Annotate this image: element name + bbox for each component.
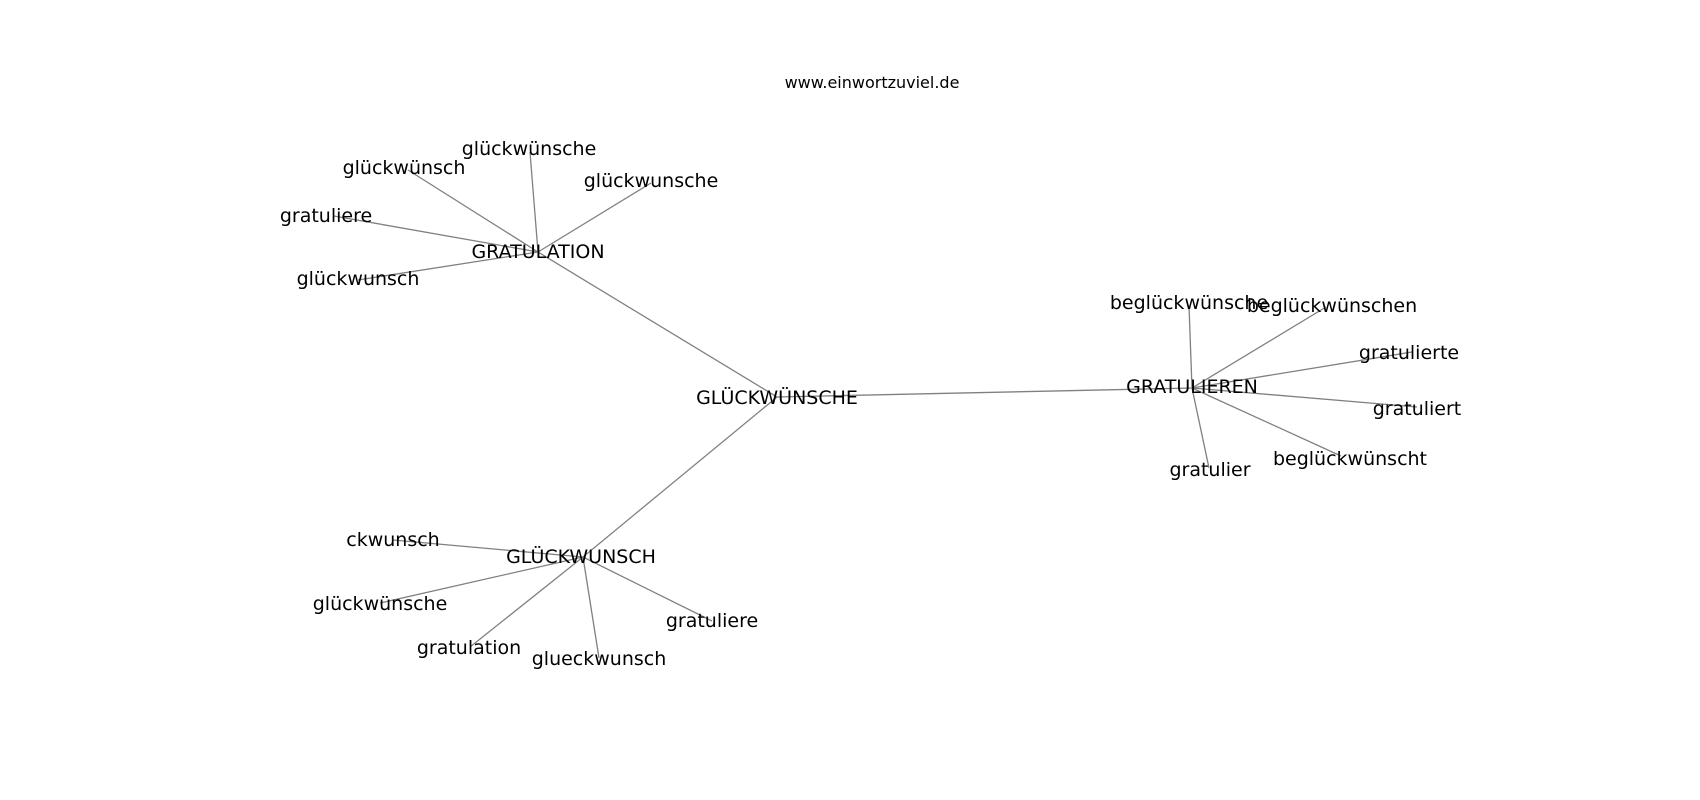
edge-gratulation-leaf [529,151,539,253]
edge-glueckwunsch-leaf [582,556,600,659]
leaf-node: glückwünsch [343,157,466,179]
edge-center-glueckwunsch [582,396,778,558]
edge-gratulieren-leaf [1191,351,1413,389]
leaf-node: beglückwünsche [1110,292,1268,314]
leaf-node: gratulier [1169,459,1250,481]
edge-gratulieren-leaf [1191,387,1418,408]
edge-gratulieren-leaf [1191,306,1327,389]
edge-gratulation-leaf [537,182,652,253]
edge-center-gratulieren [776,387,1193,398]
leaf-node: gratuliert [1373,398,1462,420]
leaf-node: glückwunsche [584,170,719,192]
edge-gratulation-leaf [407,169,539,253]
leaf-node: glückwünsche [313,593,448,615]
leaf-node: ckwunsch [346,529,439,551]
leaf-node: gratuliere [280,205,372,227]
hub-node-glueckwunsch: GLÜCKWUNSCH [506,545,656,568]
center-node-label: GLÜCKWÜNSCHE [696,386,858,409]
edge-gratulieren-leaf [1191,387,1342,457]
graph-labels: www.einwortzuviel.de GLÜCKWÜNSCHE GRATUL… [280,73,1461,670]
edge-gratulation-leaf [333,215,539,253]
leaf-node: gratulierte [1359,342,1459,364]
leaf-node: glückwunsch [297,268,420,290]
edge-glueckwunsch-leaf [582,556,713,622]
edge-glueckwunsch-leaf [469,556,584,648]
edge-glueckwunsch-leaf [392,539,584,558]
hub-node-gratulieren: GRATULIEREN [1126,376,1258,398]
leaf-node: gratuliere [666,610,758,632]
leaf-node: beglückwünscht [1273,448,1427,470]
graph-edges [333,151,1418,659]
leaf-node: glueckwunsch [532,648,667,670]
edge-gratulieren-leaf [1191,387,1210,469]
site-url-label: www.einwortzuviel.de [785,73,960,92]
edge-center-gratulation [537,251,778,398]
leaf-node: glückwünsche [462,138,597,160]
leaf-node: beglückwünschen [1247,295,1417,317]
leaf-node: gratulation [417,637,521,659]
edge-gratulation-leaf [357,251,539,281]
edge-glueckwunsch-leaf [379,556,584,604]
hub-node-gratulation: GRATULATION [471,241,604,263]
edge-gratulieren-leaf [1188,305,1193,389]
